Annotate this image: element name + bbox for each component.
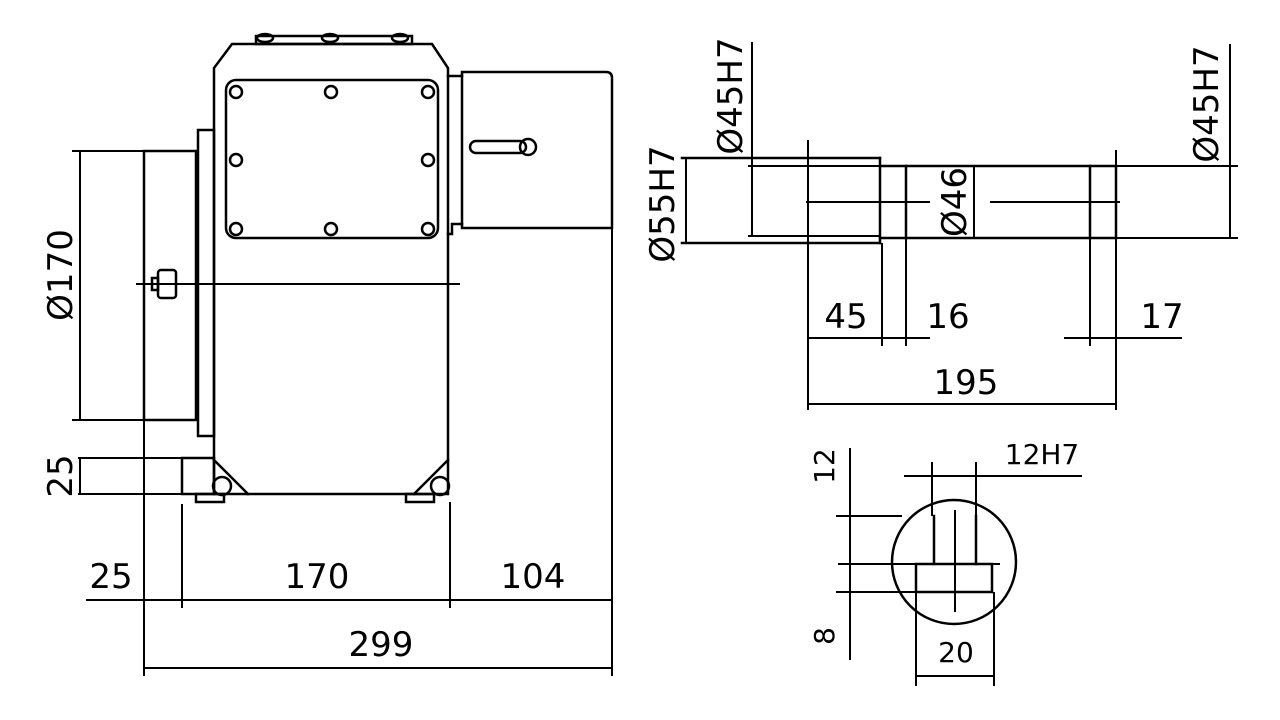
dim-d170: Ø170 <box>41 229 81 321</box>
dim-w170: 170 <box>285 557 350 597</box>
dim-h25: 25 <box>41 454 81 497</box>
dim-l45: 45 <box>824 297 867 337</box>
dim-l16: 16 <box>926 297 969 337</box>
dim-d45h7-right: Ø45H7 <box>1187 45 1227 162</box>
cover-bolts <box>228 84 436 237</box>
dim-d45h7-left: Ø45H7 <box>711 37 751 154</box>
dim-w299: 299 <box>349 625 414 665</box>
key-section: 12H7 12 8 20 <box>808 438 1082 686</box>
dim-l195: 195 <box>934 363 999 403</box>
dim-k12: 12 <box>808 448 841 484</box>
dim-l17: 17 <box>1140 297 1183 337</box>
shaft-circle <box>890 498 1018 626</box>
shaft-view: Ø55H7 Ø45H7 Ø46 Ø45H7 45 16 17 195 <box>643 37 1238 410</box>
foot-left <box>180 456 216 496</box>
dim-d46: Ø46 <box>935 167 975 237</box>
motor-handle <box>468 137 538 157</box>
top-lugs <box>254 32 414 46</box>
dim-w25: 25 <box>89 557 132 597</box>
dim-w104: 104 <box>501 557 566 597</box>
dim-k8: 8 <box>808 627 841 645</box>
dim-d55h7: Ø55H7 <box>643 145 683 262</box>
dim-k20: 20 <box>938 636 974 669</box>
gearbox-housing <box>212 42 450 496</box>
inspection-cover <box>224 78 440 240</box>
dim-k12h7: 12H7 <box>1005 438 1080 471</box>
front-view: Ø170 25 25 170 104 299 <box>41 32 614 676</box>
